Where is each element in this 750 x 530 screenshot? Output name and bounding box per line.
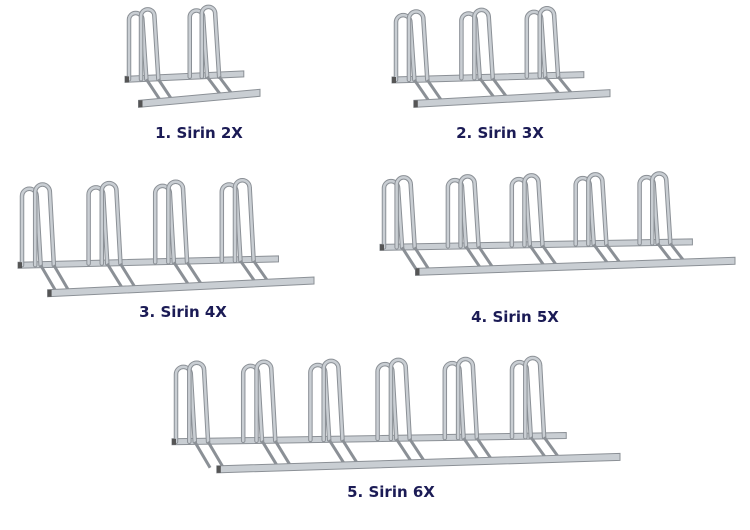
hoop-back-right-highlight xyxy=(538,7,560,78)
rail-end-cap xyxy=(18,262,22,269)
hoop-back-right-highlight xyxy=(167,180,189,264)
rail-end-cap xyxy=(47,289,52,297)
hoop-back-right-highlight xyxy=(523,174,544,247)
hoop-back-right-highlight xyxy=(322,359,344,442)
product-label-3x: 2. Sirin 3X xyxy=(456,124,544,142)
hoop-leg xyxy=(145,78,162,102)
bike-rack-image-3x xyxy=(391,6,611,108)
hoop-leg xyxy=(426,79,444,103)
rail-end-cap xyxy=(216,465,221,473)
hoop-leg xyxy=(185,261,204,287)
front-rail xyxy=(47,276,315,298)
hoop-back-right-highlight xyxy=(407,10,429,82)
hoop-back-right-highlight xyxy=(524,356,546,439)
hoop-leg xyxy=(105,262,124,290)
product-label-2x: 1. Sirin 2X xyxy=(155,124,243,142)
hoop-leg xyxy=(395,438,413,463)
hoop-leg xyxy=(327,439,346,465)
hoop-back-right-highlight xyxy=(200,5,221,79)
hoop-back-right-highlight xyxy=(33,183,56,267)
hoop-leg xyxy=(462,437,481,462)
rail-end-cap xyxy=(172,438,176,445)
hoop-leg xyxy=(400,246,418,271)
hoop-leg xyxy=(475,437,494,462)
hoop-leg xyxy=(172,261,191,287)
hoop-leg xyxy=(52,264,71,292)
hoop-back-right-highlight xyxy=(587,173,608,246)
product-label-5x: 4. Sirin 5X xyxy=(471,308,559,326)
product-label-4x: 3. Sirin 4X xyxy=(139,303,227,321)
hoop-leg xyxy=(528,244,546,268)
rail-end-cap xyxy=(413,100,418,108)
hoop-leg xyxy=(193,440,212,469)
hoop-leg xyxy=(413,79,431,103)
hoop-back-right-highlight xyxy=(651,172,672,245)
rail-end-cap xyxy=(392,77,396,83)
rail-end-cap xyxy=(138,100,143,108)
hoop-leg xyxy=(341,439,360,465)
hoop-back-right-highlight xyxy=(139,8,160,81)
rail-end-cap xyxy=(125,76,129,83)
back-rail xyxy=(379,238,693,251)
back-rail xyxy=(391,71,585,84)
hoop-leg xyxy=(260,440,279,467)
hoop-leg xyxy=(157,78,174,102)
hoop-leg xyxy=(529,436,548,460)
front-rail xyxy=(138,88,261,108)
hoop-back-right-highlight xyxy=(188,361,210,443)
hoop-back-right-highlight xyxy=(456,357,479,440)
hoop-leg xyxy=(464,245,482,270)
front-rail xyxy=(413,89,611,108)
rail-end-cap xyxy=(380,244,384,251)
bike-rack-image-2x xyxy=(124,4,261,108)
hoop-leg xyxy=(478,77,496,100)
hoop-leg xyxy=(541,244,559,268)
hoop-leg xyxy=(477,245,495,270)
hoop-back-right-highlight xyxy=(255,360,277,443)
hoop-leg xyxy=(206,440,225,469)
hoop-leg xyxy=(205,75,223,97)
hoop-leg xyxy=(413,246,431,271)
hoop-leg xyxy=(39,264,58,292)
hoop-back-right-highlight xyxy=(233,179,255,263)
rail-end-cap xyxy=(415,268,420,276)
hoop-back-right-highlight xyxy=(459,175,480,248)
bike-rack-image-6x xyxy=(171,355,621,474)
back-rail xyxy=(171,432,567,446)
hoop-leg xyxy=(592,243,610,266)
product-label-6x: 5. Sirin 6X xyxy=(347,483,435,501)
bike-rack-image-4x xyxy=(17,178,315,298)
hoop-leg xyxy=(239,259,257,284)
bike-rack-image-5x xyxy=(379,171,736,276)
hoop-back-right-highlight xyxy=(395,176,416,249)
hoop-back-right-highlight xyxy=(100,181,122,265)
hoop-leg xyxy=(119,262,137,290)
hoop-back-right-highlight xyxy=(389,358,411,441)
hoop-leg xyxy=(274,440,292,467)
front-rail xyxy=(415,256,736,276)
hoop-leg xyxy=(408,438,427,463)
hoop-back-right-highlight xyxy=(473,8,494,80)
